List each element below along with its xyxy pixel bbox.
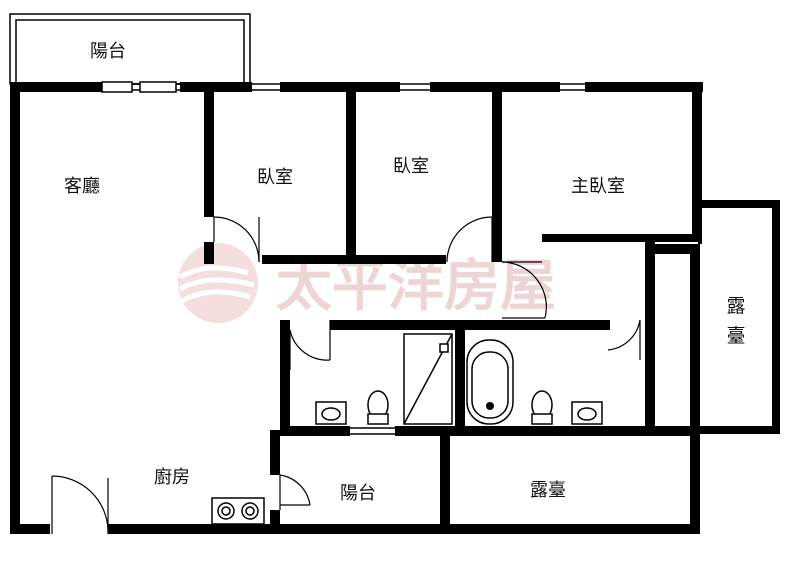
room-label-bedroom-2: 臥室	[393, 156, 429, 177]
toilet-icon	[367, 390, 389, 425]
room-label-terrace-right-line-2: 臺	[726, 325, 745, 347]
door-bathroom-right	[607, 319, 641, 360]
toilet-icon	[531, 390, 553, 425]
door-balcony-bottom	[279, 474, 311, 510]
shower-icon	[403, 333, 453, 425]
room-label-bedroom-1: 臥室	[257, 167, 293, 188]
door-master-bedroom	[501, 261, 547, 319]
room-label-living-room: 客廳	[64, 176, 100, 197]
room-label-terrace-right-line-1: 露	[726, 295, 745, 317]
room-label-balcony-bottom: 陽台	[340, 483, 376, 504]
room-label-kitchen: 廚房	[154, 466, 190, 488]
door-bedroom-1	[213, 216, 260, 263]
door-bedroom-2	[446, 216, 493, 263]
room-label-balcony-top: 陽台	[90, 41, 126, 62]
doors	[51, 216, 641, 534]
watermark-logo-icon	[178, 243, 258, 323]
sink-icon	[571, 401, 603, 425]
sink-icon	[315, 401, 347, 425]
walls	[10, 82, 780, 534]
room-label-terrace-bottom: 露臺	[530, 480, 566, 501]
room-labels: 陽台 客廳 臥室 臥室 主臥室 露 臺 廚房 陽台 露臺	[64, 41, 746, 504]
windows	[101, 81, 585, 435]
balcony-top-outline	[9, 13, 251, 85]
bathtub-icon	[466, 339, 514, 425]
door-bathroom-left	[289, 320, 331, 370]
fixtures	[211, 333, 603, 525]
door-entrance	[51, 475, 109, 534]
stove-icon	[211, 497, 265, 525]
room-label-master-bedroom: 主臥室	[571, 176, 625, 197]
